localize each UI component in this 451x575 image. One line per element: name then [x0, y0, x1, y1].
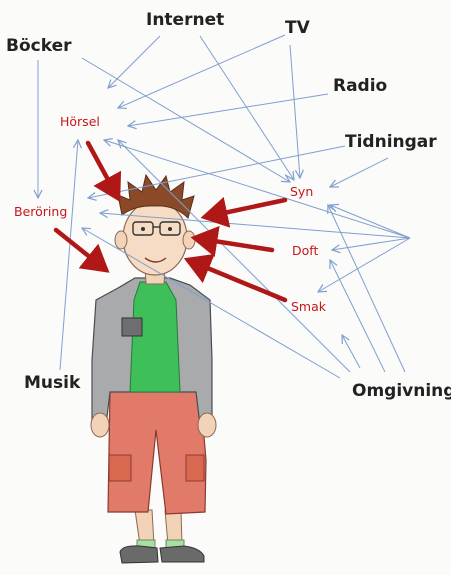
label-doft: Doft [292, 245, 318, 258]
label-tidningar: Tidningar [345, 134, 437, 151]
label-tv: TV [285, 20, 310, 37]
label-internet: Internet [146, 12, 224, 29]
label-bocker: Böcker [6, 38, 71, 55]
label-radio: Radio [333, 78, 387, 95]
label-musik: Musik [24, 375, 80, 392]
label-omgivning: Omgivning [352, 383, 451, 400]
label-horsel: Hörsel [60, 116, 100, 129]
label-smak: Smak [291, 301, 326, 314]
person-figure [91, 175, 216, 563]
label-syn: Syn [290, 186, 313, 199]
label-beroring: Beröring [14, 206, 67, 219]
